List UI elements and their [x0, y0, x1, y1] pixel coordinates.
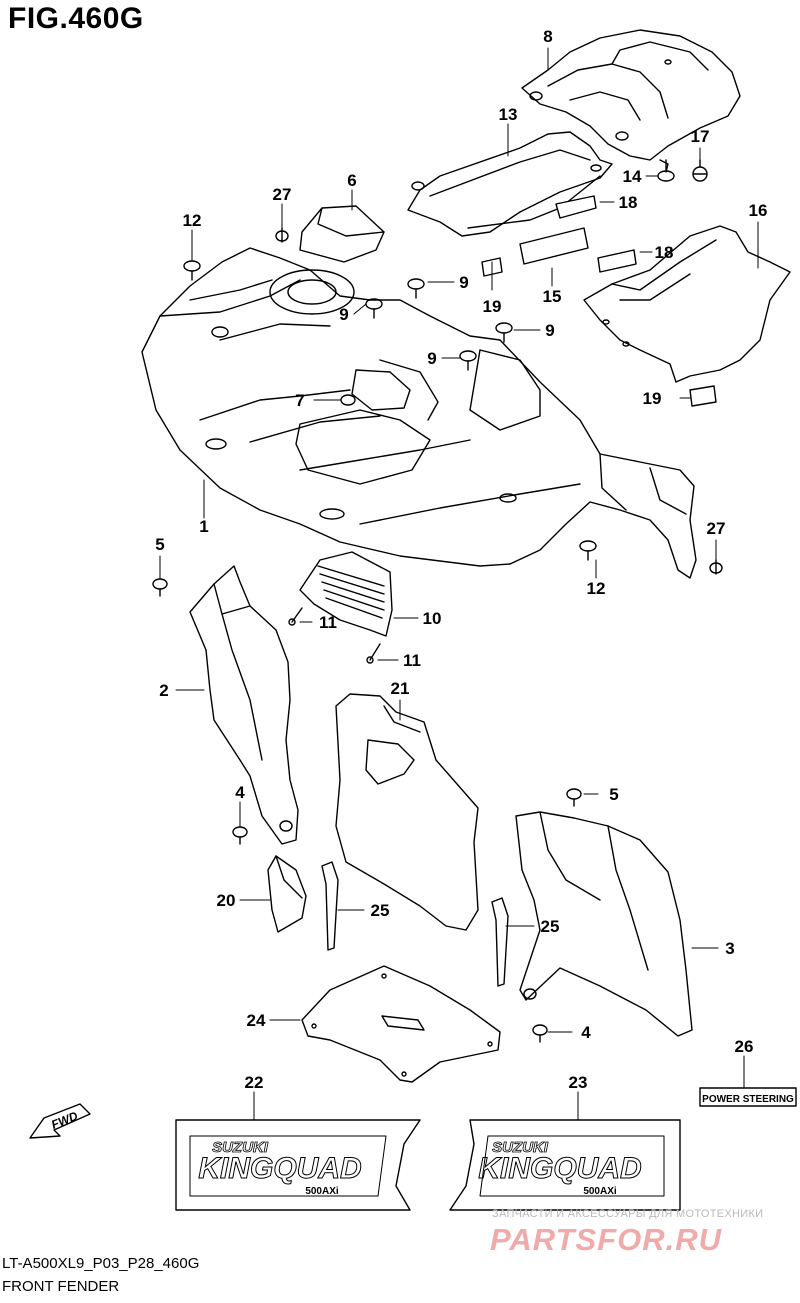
part-18-pad-upper [555, 195, 597, 219]
callout-8: 8 [543, 27, 552, 46]
part-21-panel [335, 693, 479, 931]
decal-left-sub: 500AXi [305, 1186, 339, 1197]
callout-19-b: 19 [643, 389, 662, 408]
callout-25-right: 25 [541, 917, 560, 936]
power-steering-label: POWER STEERING [702, 1094, 794, 1105]
part-16-side-panel [583, 225, 791, 383]
callout-15: 15 [543, 287, 562, 306]
callout-9-b: 9 [339, 305, 348, 324]
callout-11-upper: 11 [319, 613, 337, 632]
callout-12-lower: 12 [587, 579, 606, 598]
part-25-tie-b [491, 897, 509, 987]
callout-22: 22 [245, 1073, 264, 1092]
callout-19-a: 19 [483, 297, 502, 316]
callout-4-upper: 4 [235, 783, 245, 802]
callout-14: 14 [623, 167, 642, 186]
callout-1: 1 [199, 517, 208, 536]
callout-27-lower: 27 [707, 519, 726, 538]
decal-right-sub: 500AXi [583, 1186, 617, 1197]
part-8-front-cover [521, 29, 741, 161]
decal-right-model: KINGQUAD [478, 1152, 641, 1185]
part-13-bracket [407, 131, 613, 237]
part-10-grille [299, 551, 393, 637]
decal-left-model: KINGQUAD [198, 1152, 361, 1185]
callout-13: 13 [499, 105, 518, 124]
callout-7: 7 [295, 391, 304, 410]
part-2-left-mudguard [189, 565, 299, 845]
part-24-plate [301, 965, 501, 1083]
part-27-rivet-a [275, 227, 289, 243]
decal-right-brand: SUZUKI [492, 1139, 549, 1156]
figure-title: FIG.460G [8, 2, 144, 35]
callout-12-upper: 12 [183, 211, 202, 230]
callout-10: 10 [423, 609, 442, 628]
watermark-tagline: ЗАПЧАСТИ И АКСЕССУАРЫ ДЛЯ МОТОТЕХНИКИ [492, 1208, 764, 1220]
callout-6: 6 [347, 171, 356, 190]
callout-23: 23 [569, 1073, 588, 1092]
callout-4-lower: 4 [581, 1023, 591, 1042]
part-23-decal-right [449, 1119, 681, 1211]
part-15-pad [519, 227, 589, 265]
callout-2: 2 [159, 681, 168, 700]
part-25-tie-a [321, 861, 339, 951]
callout-20: 20 [217, 891, 236, 910]
watermark-brand: PARTSFOR.RU [490, 1222, 723, 1257]
figure-code: LT-A500XL9_P03_P28_460G [2, 1255, 200, 1272]
part-4-clip-b [532, 1024, 548, 1043]
callout-24: 24 [247, 1011, 266, 1030]
part-7-grommet [340, 394, 356, 406]
callout-17: 17 [691, 127, 710, 146]
part-6-cap [299, 205, 385, 263]
part-5-clip-b [566, 788, 582, 807]
decal-left-brand: SUZUKI [212, 1139, 269, 1156]
part-12-clip-b [579, 540, 597, 561]
callout-9-d: 9 [427, 349, 436, 368]
part-1-front-fender [141, 247, 697, 579]
fwd-arrow-icon [29, 1103, 91, 1139]
part-5-clip-a [152, 578, 168, 597]
part-9-clip-a [407, 278, 425, 299]
callout-5-upper: 5 [155, 535, 164, 554]
part-19-block-b [689, 385, 717, 407]
part-12-clip-a [183, 260, 201, 281]
callout-5-lower: 5 [609, 785, 618, 804]
callout-9-a: 9 [459, 273, 468, 292]
callout-27-upper: 27 [273, 185, 292, 204]
part-9-clip-c [495, 322, 513, 343]
part-22-decal-left [175, 1119, 421, 1211]
figure-name: FRONT FENDER [2, 1278, 120, 1295]
callout-18-lower: 18 [655, 243, 674, 262]
callout-3: 3 [725, 939, 734, 958]
part-11-screw-b [366, 643, 381, 664]
callout-25-left: 25 [371, 901, 390, 920]
callout-16: 16 [749, 201, 768, 220]
part-3-right-mudguard [515, 811, 693, 1037]
callout-11-lower: 11 [403, 651, 421, 670]
callout-21: 21 [391, 679, 410, 698]
part-4-clip-a [232, 826, 248, 845]
callout-26: 26 [735, 1037, 754, 1056]
part-20-bracket [267, 855, 307, 933]
part-26-decal [699, 1087, 797, 1107]
callout-18-upper: 18 [619, 193, 638, 212]
part-9-clip-d [459, 350, 477, 371]
part-27-rivet-b [709, 559, 723, 575]
part-11-screw-a [288, 607, 303, 626]
part-18-pad-lower [597, 249, 637, 273]
fwd-label: FWD [49, 1109, 80, 1132]
part-14-clip [657, 159, 675, 182]
callout-9-c: 9 [545, 321, 554, 340]
